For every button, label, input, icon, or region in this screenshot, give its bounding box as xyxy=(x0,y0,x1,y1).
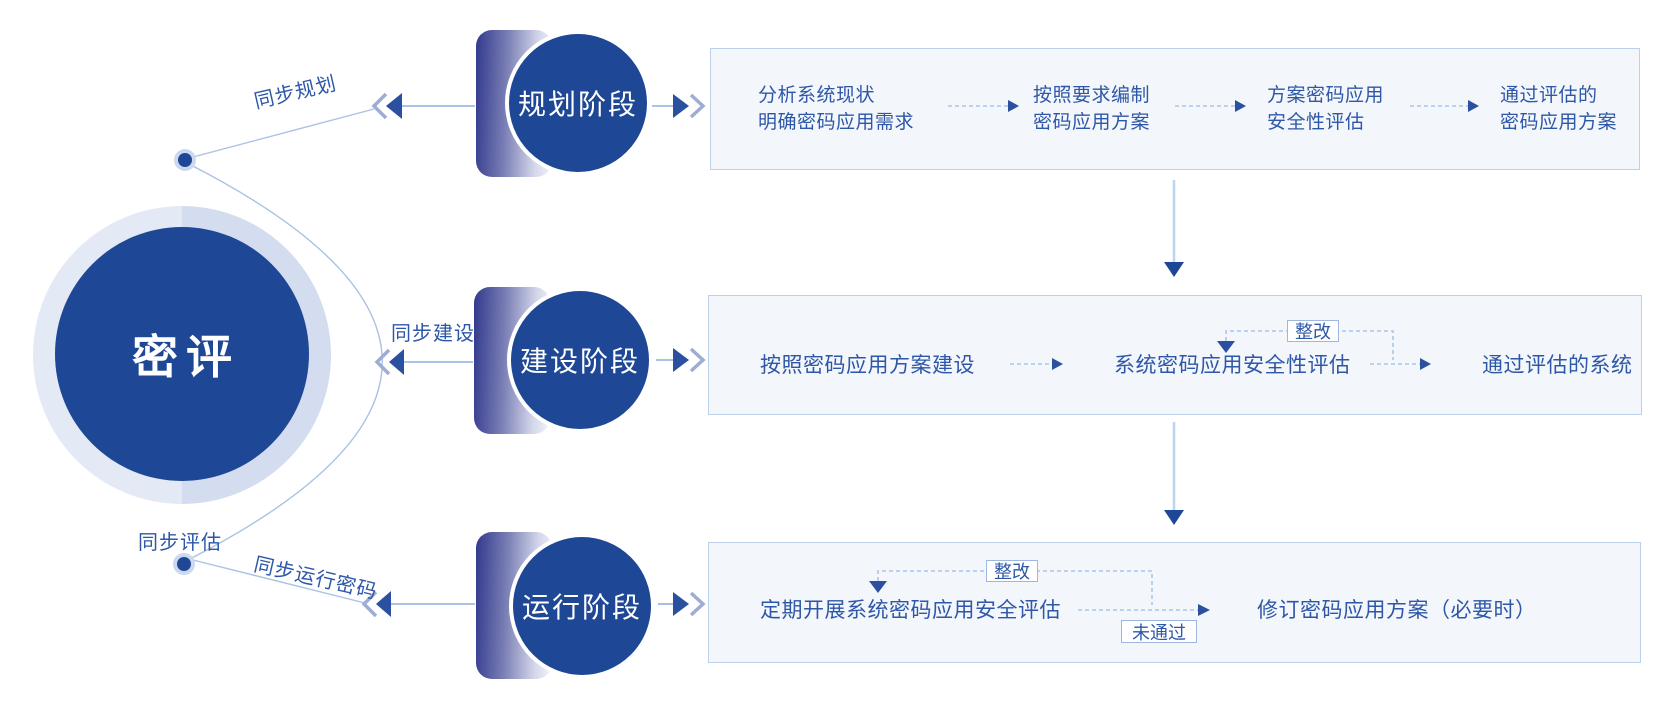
step-plan-security-evaluation: 方案密码应用 安全性评估 xyxy=(1267,85,1385,133)
arrowhead-down-icon xyxy=(1164,510,1184,525)
chevron-left-icon xyxy=(371,92,388,120)
operation-right-arrow xyxy=(658,591,706,617)
arrowhead-icon xyxy=(1008,100,1019,112)
step-revise-plan: 修订密码应用方案（必要时） xyxy=(1257,599,1537,622)
chevron-right-icon xyxy=(689,347,706,373)
chevron-right-icon xyxy=(689,591,706,617)
arrowhead-icon xyxy=(1052,358,1063,370)
construction-stage-box xyxy=(708,295,1642,415)
planning-badge: 规划阶段 xyxy=(505,30,651,176)
bottom-sync-dot xyxy=(173,553,195,575)
step-periodic-evaluation: 定期开展系统密码应用安全评估 xyxy=(760,599,1061,622)
arrowhead-down-icon xyxy=(1164,262,1184,277)
chevron-left-icon xyxy=(374,348,391,376)
operation-sync-line xyxy=(192,559,366,604)
arrowhead-right-icon xyxy=(673,94,689,118)
operation-left-arrow xyxy=(361,590,475,618)
step-analyze-requirements: 分析系统现状 明确密码应用需求 xyxy=(758,85,915,133)
planning-sync-line xyxy=(192,108,375,158)
arrowhead-icon xyxy=(1468,100,1479,112)
hub-circle: 密评 xyxy=(55,227,309,481)
construction-badge: 建设阶段 xyxy=(507,287,653,433)
rectify-tag-operation: 整改 xyxy=(986,560,1038,582)
arrowhead-left-icon xyxy=(386,93,402,119)
chevron-left-icon xyxy=(361,590,378,618)
arrowhead-icon xyxy=(1198,604,1210,616)
step-build-per-plan: 按照密码应用方案建设 xyxy=(760,354,975,377)
operation-stage-box xyxy=(708,542,1641,663)
planning-right-arrow xyxy=(652,93,706,119)
hub-arc xyxy=(185,162,383,562)
step-approved-plan: 通过评估的 密码应用方案 xyxy=(1500,85,1618,133)
arrowhead-left-icon xyxy=(376,591,391,617)
dot-core xyxy=(178,153,192,167)
step-system-security-evaluation: 系统密码应用安全性评估 xyxy=(1114,354,1351,377)
arrowhead-left-icon xyxy=(389,349,404,375)
operation-badge: 运行阶段 xyxy=(509,533,655,679)
arrowhead-right-icon xyxy=(673,348,689,372)
box1-to-box2-arrow xyxy=(1164,180,1184,277)
step-compile-plan: 按照要求编制 密码应用方案 xyxy=(1033,85,1151,133)
sync-label-construction: 同步建设 xyxy=(391,323,475,345)
box2-to-box3-arrow xyxy=(1164,422,1184,525)
planning-stage-box xyxy=(710,48,1640,170)
fail-tag: 未通过 xyxy=(1121,620,1197,643)
dot-core xyxy=(177,557,191,571)
arrowhead-right-icon xyxy=(673,592,689,616)
hub-label: 密评 xyxy=(132,331,240,383)
arrowhead-icon xyxy=(1235,100,1246,112)
sync-label-evaluation: 同步评估 xyxy=(138,532,222,554)
construction-right-arrow xyxy=(656,347,706,373)
construction-badge-label: 建设阶段 xyxy=(519,346,640,377)
arrowhead-down-icon xyxy=(869,581,887,593)
arrowhead-icon xyxy=(1420,358,1431,370)
construction-left-arrow xyxy=(374,348,473,376)
chevron-right-icon xyxy=(689,93,706,119)
planning-left-arrow xyxy=(371,92,475,120)
rectify-tag-construction: 整改 xyxy=(1287,320,1339,342)
step-approved-system: 通过评估的系统 xyxy=(1482,354,1633,377)
planning-badge-label: 规划阶段 xyxy=(517,89,638,120)
operation-badge-label: 运行阶段 xyxy=(521,592,642,623)
top-sync-dot xyxy=(174,149,196,171)
row1-dashed-connectors xyxy=(948,100,1479,112)
arrowhead-down-icon xyxy=(1217,341,1235,353)
